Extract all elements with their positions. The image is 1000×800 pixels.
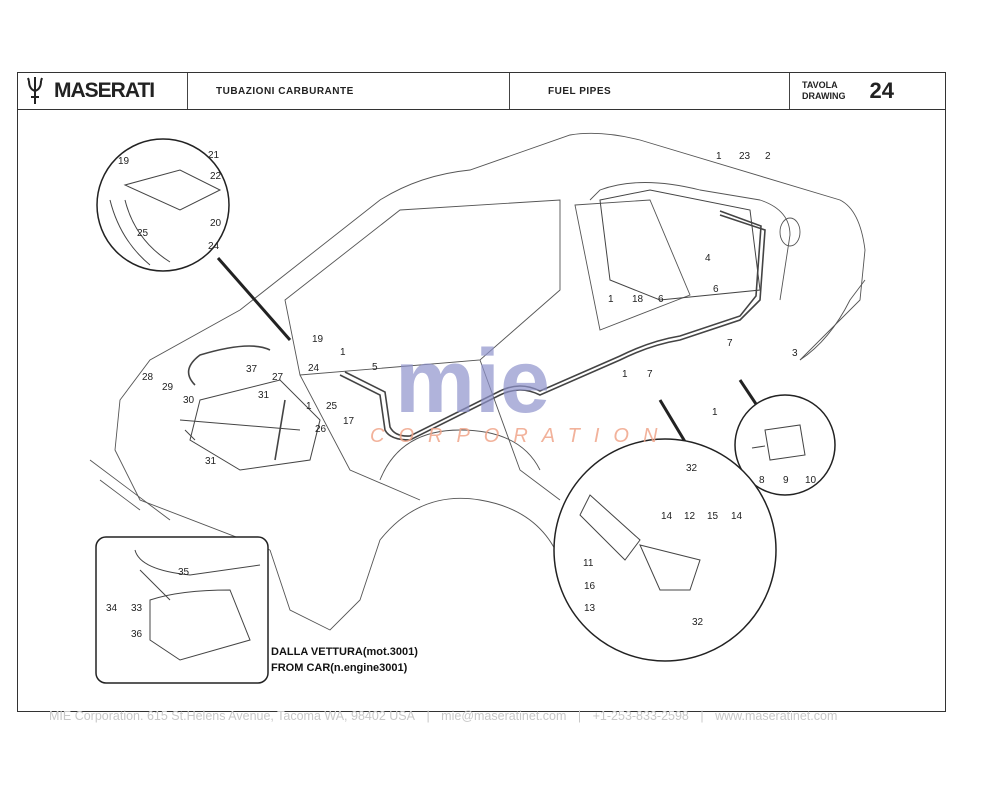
callout-number: 6 bbox=[713, 284, 719, 295]
callout-number: 6 bbox=[658, 294, 664, 305]
callout-number: 19 bbox=[312, 334, 324, 345]
callout-number: 13 bbox=[584, 603, 596, 614]
callout-number: 16 bbox=[584, 581, 596, 592]
detail-circle-filter bbox=[734, 394, 836, 496]
title-italian: TUBAZIONI CARBURANTE bbox=[188, 73, 510, 109]
detail-circle-pressure-regulator bbox=[96, 138, 230, 272]
brand-name: MASERATI bbox=[54, 79, 155, 102]
callout-number: 1 bbox=[340, 347, 346, 358]
callout-number: 25 bbox=[137, 228, 149, 239]
callout-number: 11 bbox=[583, 558, 594, 569]
callout-number: 14 bbox=[661, 511, 673, 522]
footer-phone: +1-253-833-2598 bbox=[592, 709, 689, 723]
note-english: FROM CAR(n.engine3001) bbox=[271, 662, 408, 674]
callout-number: 14 bbox=[731, 511, 743, 522]
separator: | bbox=[700, 709, 704, 723]
footer-website[interactable]: www.maseratinet.com bbox=[715, 709, 838, 723]
callout-number: 2 bbox=[765, 151, 771, 162]
footer-company: MIE Corporation. 615 St.Helens Avenue, T… bbox=[49, 709, 415, 723]
callout-number: 28 bbox=[142, 372, 154, 383]
callout-number: 22 bbox=[210, 171, 222, 182]
callout-number: 32 bbox=[692, 617, 704, 628]
fuel-pump-sketch bbox=[579, 494, 701, 591]
separator: | bbox=[426, 709, 430, 723]
drawing-number: 24 bbox=[869, 78, 894, 103]
callout-number: 34 bbox=[106, 603, 118, 614]
callout-number: 33 bbox=[131, 603, 143, 614]
watermark-word: mie bbox=[395, 332, 550, 432]
trident-icon bbox=[27, 77, 43, 104]
callout-number: 31 bbox=[258, 390, 270, 401]
footer-contact: MIE Corporation. 615 St.Helens Avenue, T… bbox=[45, 709, 841, 723]
early-engine-sketch bbox=[134, 549, 261, 661]
callout-number: 30 bbox=[183, 395, 195, 406]
callout-number: 17 bbox=[343, 416, 355, 427]
callout-number: 24 bbox=[308, 363, 320, 374]
drawing-label-en: DRAWING bbox=[802, 91, 846, 101]
callout-number: 3 bbox=[792, 348, 798, 359]
separator: | bbox=[577, 709, 582, 723]
fuel-pipe-lines bbox=[187, 210, 766, 461]
callout-number: 10 bbox=[805, 475, 817, 486]
callout-number: 31 bbox=[205, 456, 217, 467]
callout-number: 24 bbox=[208, 241, 220, 252]
callout-number: 1 bbox=[622, 369, 628, 380]
callout-number: 8 bbox=[759, 475, 765, 486]
callout-number: 1 bbox=[716, 151, 722, 162]
detail-box-early-engine bbox=[95, 536, 269, 684]
drawing-label-it: TAVOLA bbox=[802, 80, 838, 90]
callout-number: 20 bbox=[210, 218, 222, 229]
callout-number: 15 bbox=[707, 511, 719, 522]
callout-number: 29 bbox=[162, 382, 174, 393]
brand-logo: MASERATI bbox=[18, 73, 188, 109]
title-english: FUEL PIPES bbox=[510, 73, 790, 109]
callout-number: 21 bbox=[208, 150, 220, 161]
callout-number: 7 bbox=[647, 369, 653, 380]
drawing-number-block: TAVOLA DRAWING 24 bbox=[790, 73, 894, 109]
title-block: MASERATI TUBAZIONI CARBURANTE FUEL PIPES… bbox=[18, 73, 945, 110]
callout-number: 5 bbox=[372, 362, 378, 373]
note-italian: DALLA VETTURA(mot.3001) bbox=[271, 646, 418, 658]
callout-number: 4 bbox=[705, 253, 711, 264]
callout-number: 37 bbox=[246, 364, 258, 375]
car-body-outline bbox=[89, 132, 866, 631]
callout-number: 32 bbox=[686, 463, 698, 474]
callout-number: 12 bbox=[684, 511, 696, 522]
callout-number: 35 bbox=[178, 567, 190, 578]
callout-number: 18 bbox=[632, 294, 644, 305]
callout-number: 36 bbox=[131, 629, 143, 640]
callout-number: 25 bbox=[326, 401, 338, 412]
callout-number: 27 bbox=[272, 372, 284, 383]
footer-email[interactable]: mie@maseratinet.com bbox=[441, 709, 567, 723]
watermark-sub: CORPORATION bbox=[370, 425, 671, 447]
drawing-sheet: MASERATI TUBAZIONI CARBURANTE FUEL PIPES… bbox=[17, 72, 946, 712]
detail-pointer-arrow bbox=[216, 257, 292, 341]
pressure-regulator-sketch bbox=[109, 169, 222, 266]
filter-sketch bbox=[751, 424, 806, 461]
callout-number: 19 bbox=[118, 156, 130, 167]
callout-number: 1 bbox=[306, 401, 312, 412]
engine-sketch bbox=[179, 189, 761, 471]
callout-number: 23 bbox=[739, 151, 751, 162]
callout-number: 1 bbox=[608, 294, 614, 305]
callout-number: 9 bbox=[783, 475, 789, 486]
callout-number: 1 bbox=[712, 407, 718, 418]
callout-number: 7 bbox=[727, 338, 733, 349]
callout-number: 26 bbox=[315, 424, 327, 435]
detail-circle-fuel-pump bbox=[553, 438, 777, 662]
